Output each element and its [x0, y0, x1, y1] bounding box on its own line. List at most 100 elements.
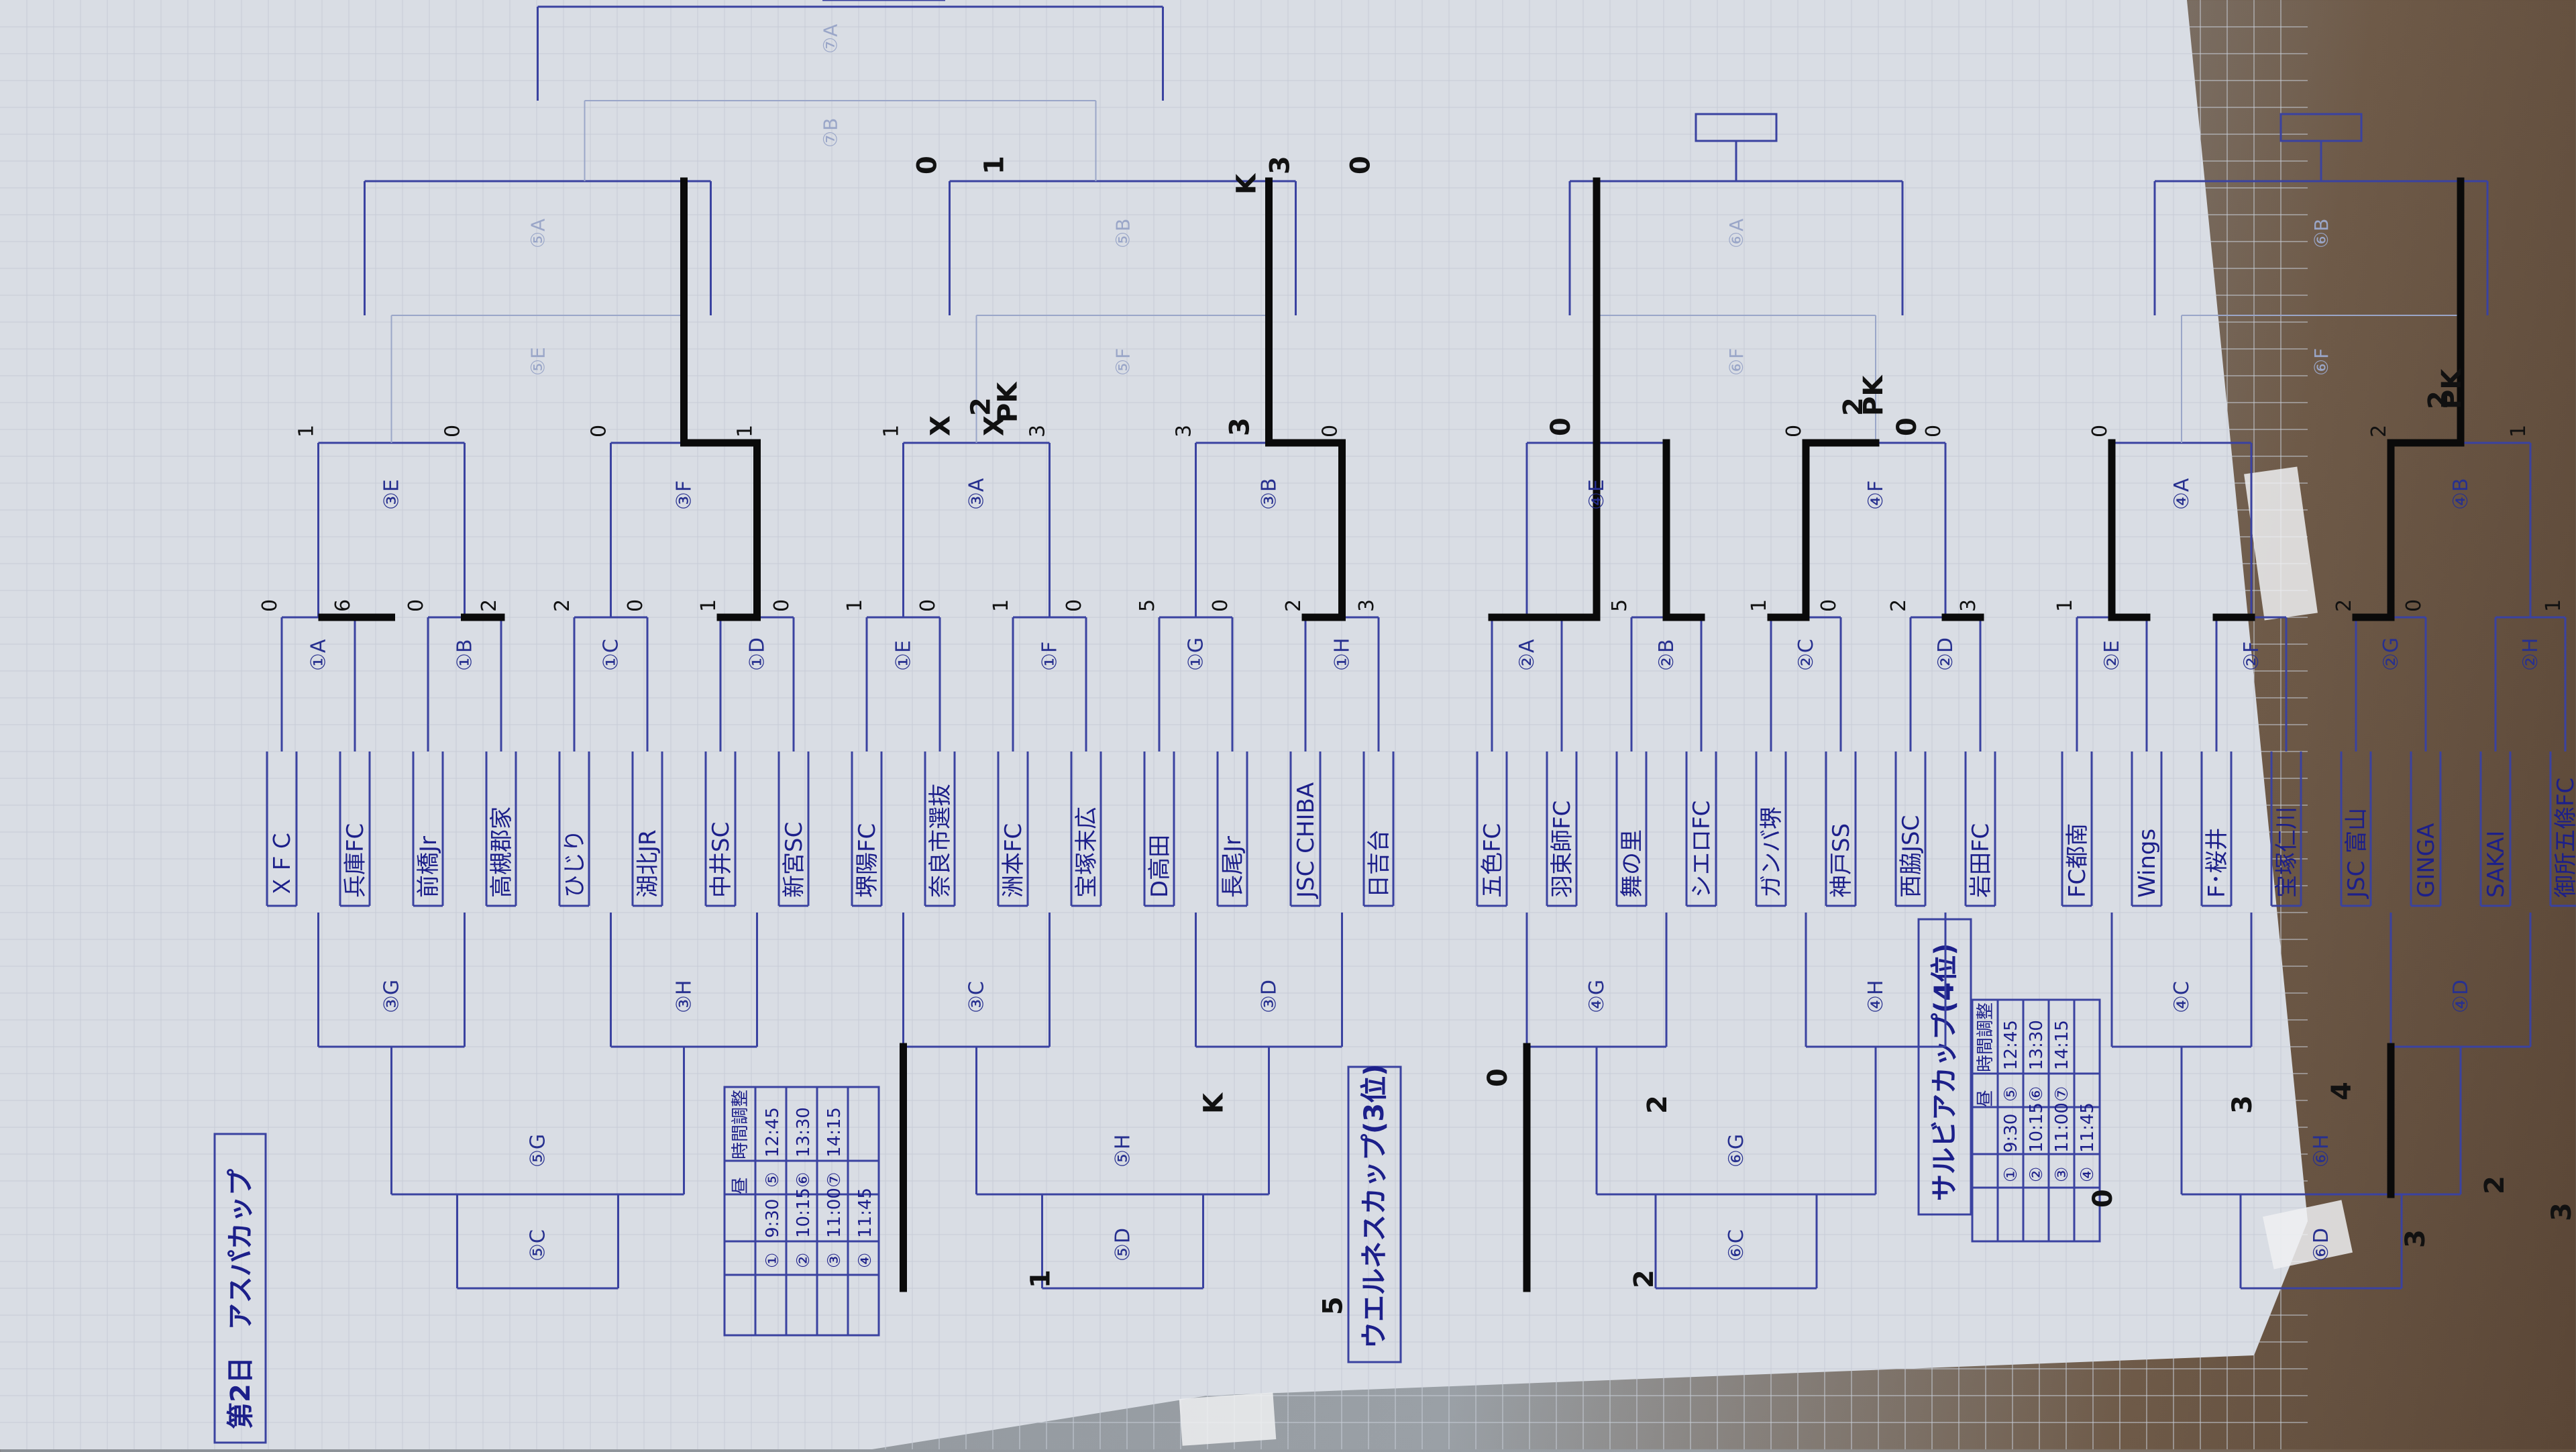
handwritten-mark: 2 [1629, 1269, 1660, 1288]
handwritten-mark: X [979, 415, 1010, 436]
team-name: 長尾Jr [1220, 836, 1246, 898]
handwritten-mark: 0 [1892, 417, 1923, 436]
score-label: 0 [2088, 425, 2112, 437]
welness-cup-box [1347, 1066, 1402, 1363]
team-name: JSC 富山 [2343, 808, 2370, 899]
score-label: 0 [2402, 599, 2426, 612]
schedule-cell: ④ [2078, 1167, 2098, 1182]
handwritten-mark: 3 [2227, 1095, 2258, 1114]
match-label-round1: ①F [1038, 641, 1062, 671]
match-label-round3: ⑤E [527, 347, 549, 376]
schedule-cell: ① [2001, 1167, 2021, 1182]
tape-strip [1179, 1392, 1277, 1446]
team-name: FC都南 [2064, 823, 2091, 898]
match-label-round1: ②F [2240, 641, 2263, 671]
match-label-lower: ⑤H [1112, 1135, 1135, 1168]
schedule-cell: ⑥ [794, 1172, 814, 1188]
winner-path [1488, 177, 1601, 621]
team-name: 洲本FC [1000, 823, 1027, 898]
match-label-round3: ⑥F [2310, 348, 2332, 376]
match-label-lower: ⑥G [1725, 1134, 1748, 1168]
team-name: シエロFC [1688, 800, 1715, 898]
score-label: 3 [1173, 425, 1196, 437]
handwritten-mark: 1 [1026, 1269, 1057, 1288]
score-label: 1 [989, 599, 1013, 612]
title-box [213, 1133, 267, 1444]
schedule-table-right: 昼 時間調整 ① 9:30 ⑤ 12:45 ② 10:15 ⑥ 13:30 ③ … [1971, 998, 2101, 1243]
page-title: 第2日 アスパカップ [225, 1169, 256, 1429]
match-label-lower: ④H [1864, 980, 1888, 1013]
score-label: 0 [405, 599, 428, 612]
handwritten-mark: 4 [2326, 1082, 2357, 1100]
score-label: 1 [1748, 599, 1771, 612]
score-label: 3 [1355, 599, 1379, 612]
match-label-round2: ④F [1864, 480, 1888, 510]
winner-path [1662, 439, 1705, 621]
team-name: ＸＦＣ [269, 829, 296, 898]
team-name: 御所五條FC [2553, 778, 2576, 898]
score-label: 0 [1209, 599, 1232, 612]
schedule-cell: ⑦ [2052, 1086, 2072, 1102]
match-label-round3: ⑥F [1725, 348, 1748, 376]
handwritten-mark: PK [2436, 368, 2467, 409]
handwritten-mark: 0 [2088, 1189, 2118, 1208]
team-name: SAKAI [2483, 831, 2510, 898]
team-name: 宝塚仁川 [2273, 807, 2300, 898]
match-label-lower: ⑥D [2310, 1228, 2333, 1261]
schedule-table-left: 昼 時間調整 ① 9:30 ⑤ 12:45 ② 10:15 ⑥ 13:30 ③ … [723, 1086, 880, 1337]
handwritten-mark: X [926, 415, 957, 436]
team-name: ひじり [561, 829, 588, 898]
match-label-lower: ⑥H [2310, 1135, 2333, 1168]
score-label: 1 [880, 425, 904, 437]
score-label: 0 [916, 599, 940, 612]
team-name: 堺陽FC [854, 823, 881, 898]
score-label: 0 [1063, 599, 1086, 612]
team-name: 岩田FC [1968, 823, 1994, 898]
score-label: 1 [2542, 599, 2565, 612]
match-label-round2: ④A [2170, 478, 2194, 510]
schedule-cell: ① [763, 1253, 783, 1268]
score-label: 0 [1319, 425, 1342, 437]
schedule-header: 時間調整 [1976, 1002, 1996, 1072]
score-label: 3 [1026, 425, 1050, 437]
schedule-cell: 11:00 [2052, 1102, 2072, 1153]
winner-path [680, 177, 761, 621]
match-label-lower: ⑤D [1112, 1228, 1135, 1261]
handwritten-mark: 2 [966, 397, 997, 416]
score-label: 0 [770, 599, 794, 612]
team-name: 中井SC [708, 822, 735, 898]
team-name: GINGA [2413, 823, 2440, 898]
score-label: 1 [697, 599, 720, 612]
match-label-round4: ⑤A [527, 219, 549, 248]
score-label: 1 [295, 425, 319, 437]
score-label: 6 [331, 599, 355, 612]
grid-lines [0, 0, 2308, 1449]
match-label-round1: ②A [1515, 639, 1539, 671]
schedule-cell: 14:15 [824, 1107, 845, 1157]
handwritten-mark: 3 [2546, 1202, 2576, 1221]
match-label-lower: ③G [380, 980, 404, 1013]
match-label-round4: ⑥B [2310, 219, 2332, 248]
team-name: 奈良市選抜 [927, 784, 954, 898]
handwritten-mark: 2 [2423, 391, 2454, 409]
score-label: 2 [2367, 425, 2391, 437]
match-label-round1: ②D [1934, 637, 1957, 671]
winner-path [2108, 439, 2151, 621]
match-label-lower: ③D [1258, 980, 1281, 1013]
team-name: 高槻郡家 [488, 807, 515, 898]
match-label-round2: ④E [1585, 479, 1609, 510]
handwritten-mark: K [1232, 172, 1263, 195]
score-label: 5 [1608, 599, 1631, 612]
bracket-lines [266, 0, 2576, 1292]
handwritten-mark: 3 [1225, 417, 1256, 436]
score-label: 2 [1887, 599, 1911, 612]
match-label-round1: ②H [2519, 638, 2542, 671]
team-name: 宝塚末広 [1073, 807, 1100, 898]
welness-cup-label: ウエルネスカップ(3位) [1359, 1064, 1390, 1349]
match-label-round1: ①B [453, 639, 477, 671]
match-label-round2: ③A [965, 478, 989, 510]
match-label-round1: ①D [746, 637, 769, 671]
match-label-lower: ④G [1585, 980, 1609, 1013]
winner-path [2352, 177, 2465, 621]
